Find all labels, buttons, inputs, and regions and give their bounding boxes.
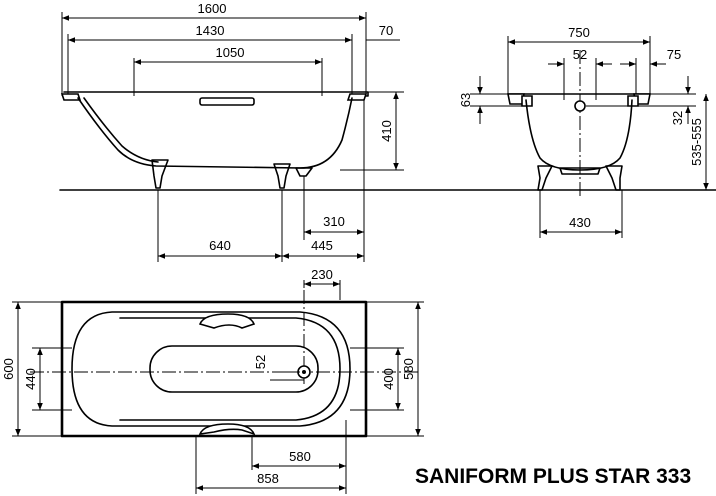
dim-580-horizontal: 580 (289, 449, 311, 464)
tub-outline (60, 300, 368, 438)
dim-440: 440 (23, 368, 38, 390)
dim-1600: 1600 (198, 1, 227, 16)
handle-top (198, 313, 256, 329)
dim-70: 70 (379, 23, 393, 38)
dim-535-555: 535-555 (689, 118, 704, 166)
dim-52-end: 52 (573, 47, 587, 62)
dim-410: 410 (379, 120, 394, 142)
handle-bottom (198, 423, 256, 436)
dim-1050: 1050 (216, 45, 245, 60)
dim-1430: 1430 (196, 23, 225, 38)
dim-52-top: 52 (253, 355, 268, 369)
end-view: 750 52 75 63 32 535-555 430 (458, 25, 709, 238)
dim-400: 400 (381, 368, 396, 390)
dim-858: 858 (257, 471, 279, 486)
dim-750: 750 (568, 25, 590, 40)
dim-580-vertical: 580 (401, 358, 416, 380)
side-view: 1600 1430 70 1050 410 310 640 445 (59, 1, 716, 262)
dim-640: 640 (209, 238, 231, 253)
handle-side (199, 97, 255, 106)
dim-445: 445 (311, 238, 333, 253)
dim-32: 32 (670, 111, 685, 125)
dim-75: 75 (667, 47, 681, 62)
dim-430: 430 (569, 215, 591, 230)
dim-600: 600 (1, 358, 16, 380)
top-view: 230 600 440 52 400 580 580 858 (1, 267, 424, 494)
dim-230: 230 (311, 267, 333, 282)
dim-63: 63 (458, 93, 473, 107)
dim-310: 310 (323, 214, 345, 229)
product-title: SANIFORM PLUS STAR 333 (415, 465, 691, 488)
